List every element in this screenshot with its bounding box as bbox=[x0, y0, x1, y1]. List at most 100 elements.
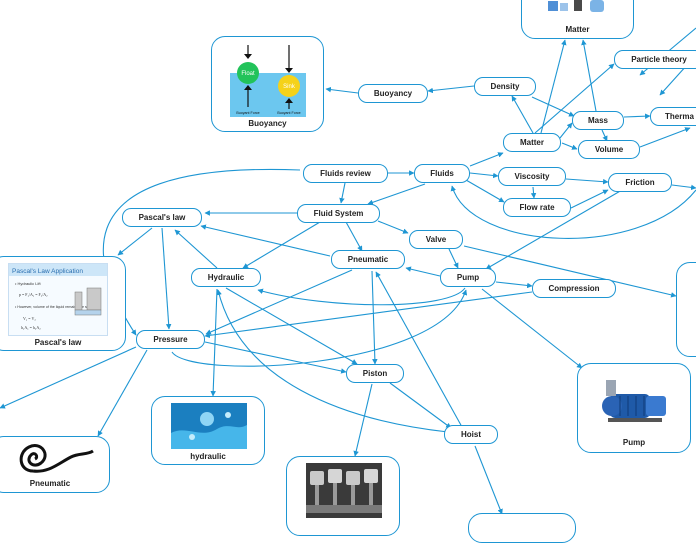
node-friction[interactable]: Friction bbox=[608, 173, 672, 192]
pump-card[interactable]: Pump bbox=[577, 363, 691, 453]
edge bbox=[174, 229, 218, 269]
pneumatic-caption: Pneumatic bbox=[29, 479, 71, 488]
pneumatic-card[interactable]: Pneumatic bbox=[0, 436, 110, 493]
edge bbox=[161, 227, 172, 330]
edge bbox=[225, 287, 358, 365]
node-compression[interactable]: Compression bbox=[532, 279, 616, 298]
pascal-slide-image: Pascal's Law Application • Hydraulic Lif… bbox=[8, 263, 108, 336]
edge bbox=[97, 349, 148, 437]
node-particle-theory[interactable]: Particle theory bbox=[614, 50, 696, 69]
piston-engine-image bbox=[306, 463, 382, 518]
hydraulic-caption: hydraulic bbox=[190, 452, 226, 461]
edge bbox=[495, 281, 533, 289]
edge bbox=[371, 270, 378, 365]
bottom-edge-card[interactable] bbox=[468, 513, 576, 543]
edge bbox=[559, 122, 573, 139]
edge bbox=[200, 224, 331, 257]
buoyancy-caption: Buoyancy bbox=[248, 119, 287, 128]
node-fluids-review[interactable]: Fluids review bbox=[303, 164, 388, 183]
node-mass[interactable]: Mass bbox=[572, 111, 624, 130]
node-flow-rate[interactable]: Flow rate bbox=[503, 198, 571, 217]
buoyancy-image: Float Buoyant Force Sink Buoyant Force bbox=[230, 45, 306, 117]
matter-caption: Matter bbox=[565, 25, 590, 34]
concept-map bbox=[0, 27, 696, 515]
edge bbox=[216, 289, 449, 433]
svg-text:Buoyant Force: Buoyant Force bbox=[236, 111, 259, 115]
edge bbox=[534, 63, 615, 134]
svg-text:h₁A₁ = h₂A₂: h₁A₁ = h₂A₂ bbox=[21, 325, 41, 330]
node-pneumatic[interactable]: Pneumatic bbox=[331, 250, 405, 269]
node-piston[interactable]: Piston bbox=[346, 364, 404, 383]
edge bbox=[210, 288, 218, 397]
pump-caption: Pump bbox=[622, 438, 646, 447]
node-thermal[interactable]: Therma bbox=[650, 107, 696, 126]
edge bbox=[463, 245, 677, 298]
node-hoist[interactable]: Hoist bbox=[444, 425, 498, 444]
hydraulic-image bbox=[171, 403, 247, 449]
pascals-law-caption: Pascal's law bbox=[34, 338, 82, 347]
right-edge-card[interactable] bbox=[676, 262, 696, 357]
node-viscosity[interactable]: Viscosity bbox=[498, 167, 566, 186]
edge bbox=[565, 178, 609, 185]
edge bbox=[581, 39, 597, 112]
svg-text:Buoyant Force: Buoyant Force bbox=[277, 111, 300, 115]
node-hydraulic[interactable]: Hydraulic bbox=[191, 268, 261, 287]
edge bbox=[450, 185, 696, 239]
edge bbox=[353, 383, 373, 457]
svg-text:Sink: Sink bbox=[283, 84, 296, 90]
edge bbox=[427, 85, 475, 94]
node-pressure[interactable]: Pressure bbox=[136, 330, 205, 349]
edge bbox=[474, 445, 503, 515]
edge bbox=[0, 346, 137, 409]
node-valve[interactable]: Valve bbox=[409, 230, 463, 249]
edge bbox=[325, 86, 359, 94]
svg-text:Pascal's Law Application: Pascal's Law Application bbox=[12, 268, 83, 275]
edge bbox=[561, 142, 578, 150]
svg-text:p = F₁/A₁ = F₂/A₂: p = F₁/A₁ = F₂/A₂ bbox=[19, 292, 48, 297]
edge bbox=[171, 289, 468, 367]
node-volume[interactable]: Volume bbox=[578, 140, 640, 159]
buoyancy-card[interactable]: Float Buoyant Force Sink Buoyant Force B… bbox=[211, 36, 324, 132]
edge bbox=[465, 179, 505, 203]
edge bbox=[117, 227, 153, 256]
edge bbox=[405, 266, 441, 277]
matter-image bbox=[548, 0, 604, 12]
pneumatic-swirl-image bbox=[19, 444, 94, 473]
edge bbox=[481, 288, 583, 369]
edge bbox=[375, 271, 463, 428]
edge bbox=[623, 113, 651, 119]
edge bbox=[570, 189, 609, 209]
edge bbox=[601, 129, 608, 142]
piston-card[interactable] bbox=[286, 456, 400, 536]
edge bbox=[345, 221, 363, 252]
edge bbox=[204, 341, 347, 374]
node-matter[interactable]: Matter bbox=[503, 133, 561, 152]
edge bbox=[530, 186, 537, 199]
svg-text:• Hydraulic Lift: • Hydraulic Lift bbox=[15, 281, 42, 286]
edge bbox=[204, 291, 533, 339]
svg-text:V₁ = V₂: V₁ = V₂ bbox=[23, 316, 36, 321]
edge bbox=[377, 220, 409, 234]
edge bbox=[671, 184, 696, 191]
edge bbox=[540, 39, 567, 134]
node-fluids[interactable]: Fluids bbox=[414, 164, 470, 183]
edge bbox=[511, 95, 534, 134]
edge bbox=[448, 248, 459, 269]
node-buoyancy[interactable]: Buoyancy bbox=[358, 84, 428, 103]
pascals-law-card[interactable]: Pascal's Law Application • Hydraulic Lif… bbox=[0, 256, 126, 351]
node-density[interactable]: Density bbox=[474, 77, 536, 96]
matter-card[interactable]: Matter bbox=[521, 0, 634, 39]
edge bbox=[469, 172, 499, 179]
svg-text:Float: Float bbox=[241, 71, 255, 77]
edge bbox=[367, 183, 426, 205]
node-pascals-law[interactable]: Pascal's law bbox=[122, 208, 202, 227]
edge bbox=[469, 152, 504, 167]
edge bbox=[389, 382, 452, 429]
edge bbox=[639, 127, 691, 148]
node-fluid-system[interactable]: Fluid System bbox=[297, 204, 380, 223]
node-pump[interactable]: Pump bbox=[440, 268, 496, 287]
edge bbox=[257, 287, 466, 306]
edge bbox=[339, 182, 346, 204]
hydraulic-card[interactable]: hydraulic bbox=[151, 396, 265, 465]
edge bbox=[531, 96, 575, 117]
